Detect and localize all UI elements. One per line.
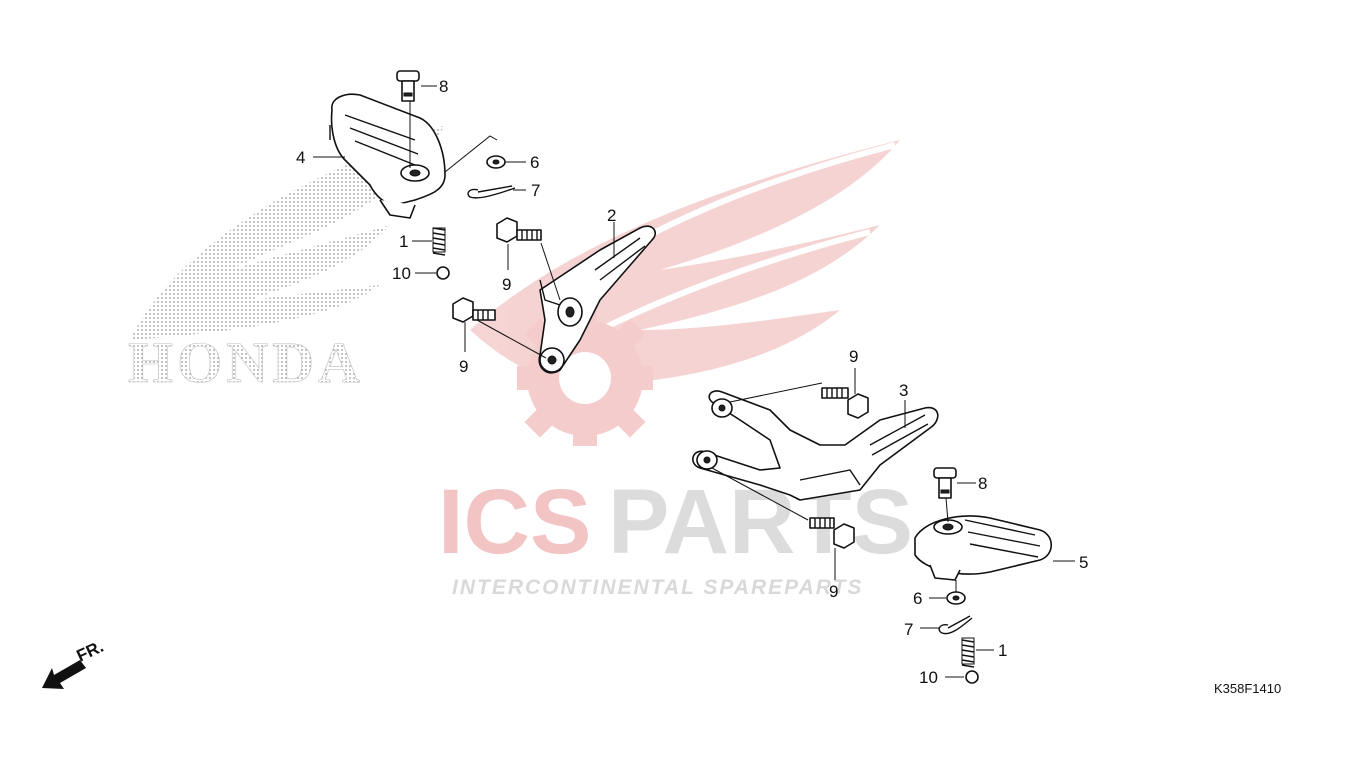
brand-sub: INTERCONTINENTAL SPAREPARTS xyxy=(452,576,863,599)
brand-main-left: ICS xyxy=(438,471,591,573)
brand-main-right: PARTS xyxy=(608,471,913,573)
bolt-part-9-c xyxy=(821,387,869,419)
red-wing-watermark xyxy=(470,140,900,386)
pin-part-8-lower xyxy=(933,467,957,499)
ball-part-10-upper xyxy=(436,266,450,280)
callout-label: 6 xyxy=(913,589,922,608)
gear-icon xyxy=(517,310,653,446)
callout-label: 6 xyxy=(530,153,539,172)
pin-part-8-upper xyxy=(396,70,420,102)
leader-lines xyxy=(313,85,1075,678)
step-part-4 xyxy=(329,93,446,219)
callout-label: 9 xyxy=(849,347,858,366)
callout-label: 8 xyxy=(978,474,987,493)
callout-label: 10 xyxy=(392,264,411,283)
spring-part-1-lower xyxy=(961,637,975,668)
spring-part-1-upper xyxy=(432,227,446,256)
bolt-part-9-a xyxy=(496,217,542,243)
front-direction-arrow: FR. xyxy=(42,637,107,689)
callout-label: 1 xyxy=(399,232,408,251)
washer-part-6-upper xyxy=(486,155,506,169)
callout-label: 7 xyxy=(531,181,540,200)
ball-part-10-lower xyxy=(965,670,979,684)
step-part-5 xyxy=(914,515,1053,581)
honda-watermark-text: HONDA xyxy=(128,330,364,395)
callout-label: 10 xyxy=(919,668,938,687)
callout-label: 2 xyxy=(607,206,616,225)
callout-label: 9 xyxy=(459,357,468,376)
callout-label: 1 xyxy=(998,641,1007,660)
bolt-part-9-b xyxy=(452,297,496,323)
callout-label: 9 xyxy=(502,275,511,294)
callout-label: 7 xyxy=(904,620,913,639)
drawing-code: K358F1410 xyxy=(1214,681,1281,696)
callout-label: 3 xyxy=(899,381,908,400)
callout-label: 8 xyxy=(439,77,448,96)
cotter-pin-part-7-lower xyxy=(938,615,973,635)
callout-label: 4 xyxy=(296,148,305,167)
callouts: 8 4 6 7 2 1 10 9 9 9 3 8 5 9 6 7 1 10 xyxy=(296,77,1088,687)
callout-label: 5 xyxy=(1079,553,1088,572)
washer-part-6-lower xyxy=(946,591,966,605)
bracket-part-2 xyxy=(538,225,656,374)
cotter-pin-part-7-upper xyxy=(467,185,516,199)
bracket-part-3 xyxy=(692,390,939,501)
callout-label: 9 xyxy=(829,582,838,601)
bolt-part-9-d xyxy=(809,517,855,549)
